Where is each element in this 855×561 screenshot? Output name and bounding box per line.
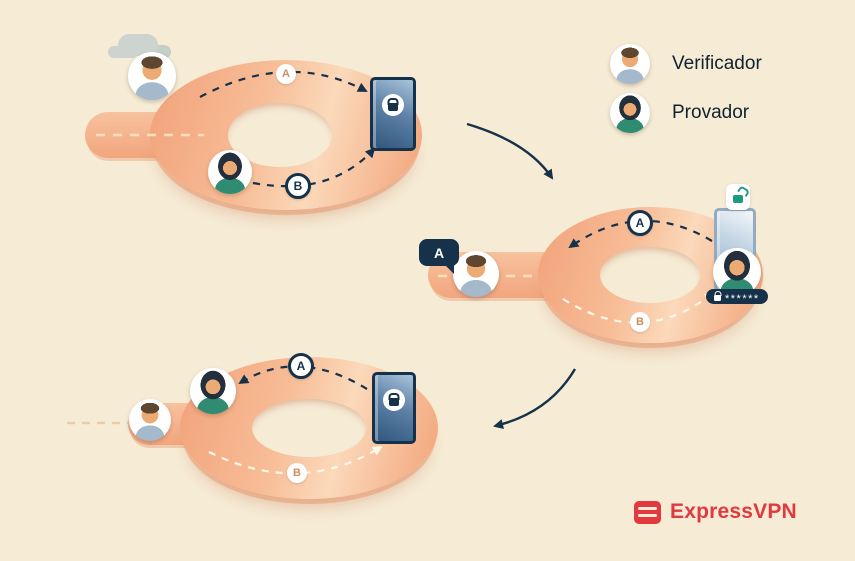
legend-label-prover: Provador <box>672 102 750 123</box>
path-b-badge-scene2: B <box>630 312 650 332</box>
legend-label-verifier: Verificador <box>672 53 762 74</box>
path-a-badge-scene2: A <box>627 210 653 236</box>
verifier-avatar <box>453 251 499 297</box>
verifier-avatar <box>128 52 176 100</box>
lock-icon <box>389 398 399 406</box>
challenge-bubble: A <box>419 239 459 274</box>
lock-badge-1 <box>382 94 404 116</box>
path-a-badge-scene3: A <box>288 353 314 379</box>
unlocked-padlock-card <box>726 184 750 210</box>
unlock-icon <box>733 195 743 203</box>
verifier-avatar <box>610 44 650 84</box>
path-b-badge-scene1: B <box>285 173 311 199</box>
prover-avatar <box>713 248 761 296</box>
legend: Verificador Provador <box>610 44 762 142</box>
path-b-badge-scene3: B <box>287 463 307 483</box>
prover-avatar <box>610 93 650 133</box>
legend-row-prover: Provador <box>610 93 762 133</box>
locked-door-3 <box>372 372 416 444</box>
locked-door-1 <box>370 77 416 151</box>
password-pill: ****** <box>706 289 768 304</box>
prover-avatar <box>190 368 236 414</box>
password-text: ****** <box>725 292 760 305</box>
lock-icon <box>388 103 398 111</box>
cave-hole-2 <box>600 247 700 303</box>
cloud-icon <box>118 34 158 56</box>
step-arrow-2-3 <box>493 368 577 429</box>
expressvpn-logo: ExpressVPN <box>634 500 797 524</box>
expressvpn-wordmark: ExpressVPN <box>670 500 797 523</box>
legend-row-verifier: Verificador <box>610 44 762 84</box>
lock-badge-3 <box>383 389 405 411</box>
path-a-badge-scene1: A <box>276 64 296 84</box>
password-lock-icon <box>714 295 721 301</box>
prover-avatar <box>208 150 252 194</box>
expressvpn-icon <box>634 500 661 524</box>
step-arrow-1-2 <box>466 122 554 180</box>
verifier-avatar <box>129 399 171 441</box>
cave-hole-3 <box>252 399 366 457</box>
